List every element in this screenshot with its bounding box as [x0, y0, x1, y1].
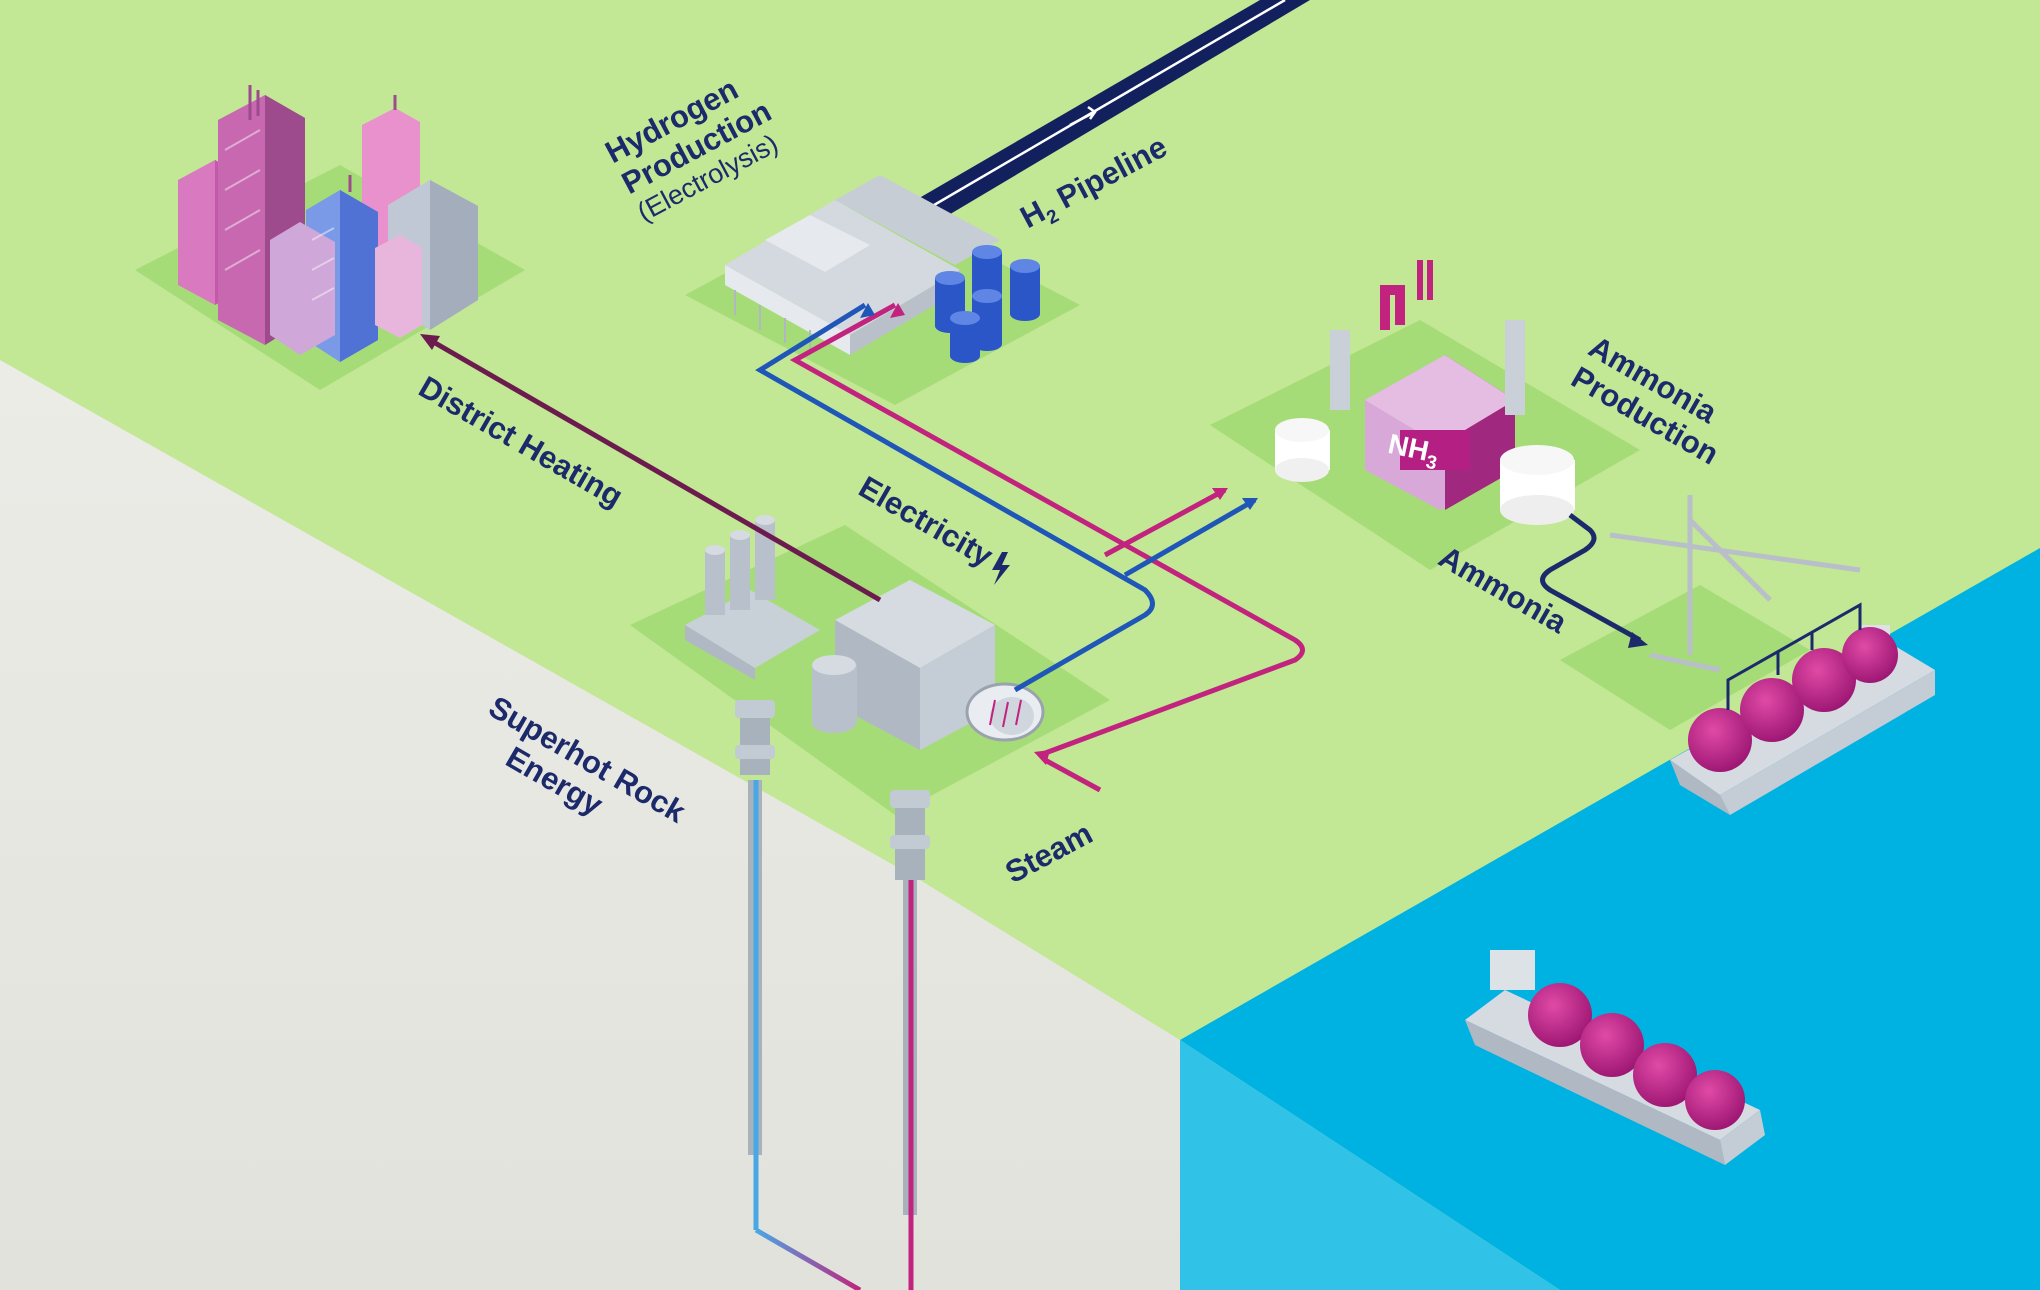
electricity-branch	[1123, 497, 1257, 578]
flow-lines	[428, 302, 1642, 793]
electricity-line	[755, 302, 1155, 693]
well-pipes	[748, 780, 917, 1290]
production-wellhead	[890, 790, 930, 880]
h2-pipeline	[890, 0, 1310, 235]
ammonia-line	[1540, 513, 1642, 643]
flow-arrowheads	[420, 303, 1648, 765]
injection-wellhead	[735, 700, 775, 775]
steam-line	[789, 302, 1305, 758]
steam-branch	[1103, 487, 1227, 558]
ammonia-plant	[1275, 260, 1575, 525]
water-side	[1180, 1040, 1560, 1290]
docked-ammonia-ship	[1670, 602, 1935, 815]
ground-cross-section	[0, 360, 1180, 1290]
lightning-icon	[992, 552, 1010, 585]
turbine-fan-icon	[965, 682, 1045, 742]
ammonia-white-tank-1	[1275, 418, 1330, 482]
loading-crane	[1609, 495, 1861, 673]
steam-inlet	[1043, 757, 1102, 793]
geothermal-power-plant	[685, 515, 995, 750]
ammonia-white-tank-2	[1500, 445, 1575, 525]
ammonia-tanker-ship	[1465, 950, 1765, 1165]
hydrogen-storage-tanks	[935, 245, 1040, 363]
hydrogen-plant	[725, 175, 1000, 355]
city-buildings	[178, 85, 478, 362]
district-heating-line	[428, 337, 882, 603]
